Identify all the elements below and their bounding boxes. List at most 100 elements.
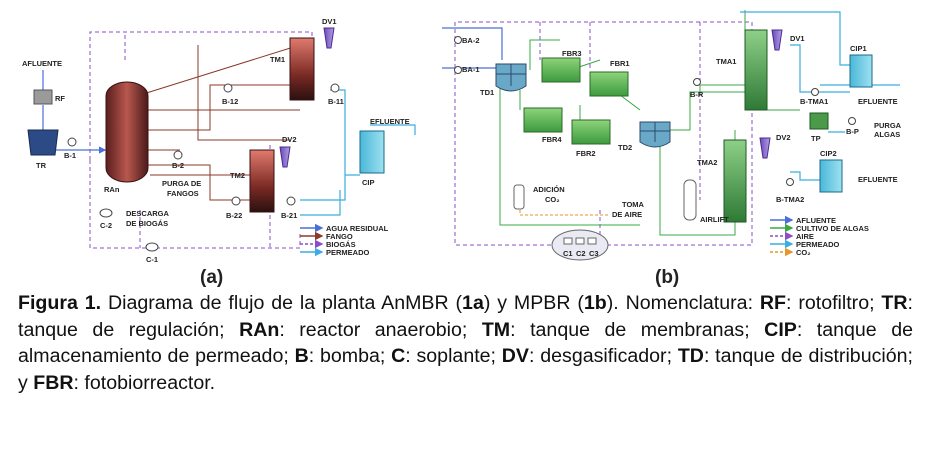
- label-ba1: BA-1: [462, 65, 480, 74]
- label-b21: B-21: [281, 211, 297, 220]
- label-tm2: TM2: [230, 171, 245, 180]
- figure-caption: Figura 1. Diagrama de flujo de la planta…: [18, 290, 913, 396]
- caption-figure: Figura 1.: [18, 292, 102, 314]
- label-c1: C-1: [146, 255, 158, 264]
- pump-b21: [286, 196, 296, 206]
- pump-b11: [330, 83, 340, 93]
- label-adicion: ADICIÓN: [533, 185, 565, 194]
- co2-line: [519, 200, 610, 216]
- caption-val-ran: : reactor anaerobio;: [279, 318, 482, 341]
- air-line: [454, 21, 753, 246]
- caption-key-b: B: [294, 345, 309, 367]
- legend-b: AFLUENTE CULTIVO DE ALGAS AIRE PERMEADO …: [770, 215, 869, 257]
- caption-val-b: : bomba;: [308, 345, 392, 367]
- caption-val-fbr: : fotobiorreactor.: [73, 371, 216, 394]
- label-airlift: AIRLIFT: [700, 215, 729, 224]
- caption-val-cip: : tanque de almacenamiento de permeado;: [18, 318, 913, 368]
- label-tm1: TM1: [270, 55, 285, 64]
- pump-bp: [848, 117, 856, 125]
- label-c3-b: C3: [589, 249, 599, 258]
- caption-val-dv: : desgasificador;: [529, 345, 678, 367]
- label-purga: PURGA DE: [162, 179, 201, 188]
- caption-key-c: C: [391, 345, 406, 367]
- label-b2: B-2: [172, 161, 184, 170]
- label-btma1: B-TMA1: [800, 97, 828, 106]
- photobioreactor-fbr1: [589, 71, 629, 97]
- label-co2: CO₂: [545, 195, 560, 204]
- membrane-tank-tma2: [723, 139, 747, 223]
- label-btma2: B-TMA2: [776, 195, 804, 204]
- caption-text-2: ) y MPBR (: [483, 292, 584, 314]
- legend-a: AGUA RESIDUAL FANGO BIOGÁS PERMEADO: [300, 223, 389, 257]
- pump-ba1: [454, 66, 462, 74]
- label-fbr1: FBR1: [610, 59, 630, 68]
- label-c2-b: C2: [576, 249, 586, 258]
- label-dv1-b: DV1: [790, 34, 805, 43]
- label-td1: TD1: [480, 88, 494, 97]
- legend-a-item-3: PERMEADO: [326, 248, 370, 257]
- caption-key-td: TD: [677, 345, 704, 367]
- label-efluente-b1: EFLUENTE: [858, 97, 898, 106]
- cip-tank: [359, 130, 385, 174]
- legend-b-item-3: PERMEADO: [796, 240, 840, 249]
- caption-key-cip: CIP: [764, 318, 797, 341]
- label-toma-2: DE AIRE: [612, 210, 642, 219]
- caption-key-dv: DV: [501, 345, 530, 367]
- label-dv2-b: DV2: [776, 133, 791, 142]
- label-cip2: CIP2: [820, 149, 837, 158]
- caption-ref-a: 1a: [462, 292, 484, 314]
- pump-btma2: [786, 178, 794, 186]
- label-purga-b: PURGA: [874, 121, 902, 130]
- label-b1: B-1: [64, 151, 76, 160]
- membrane-tank-tma1: [744, 29, 768, 111]
- legend-b-item-4: CO₂: [796, 248, 811, 257]
- pump-ba2: [454, 36, 462, 44]
- caption-key-tr: TR: [881, 292, 908, 314]
- label-purga-b-2: ALGAS: [874, 130, 900, 139]
- pump-btma1: [811, 88, 819, 96]
- panel-a: AFLUENTE RF TR B-1 RAn B-2 PURGA DE FANG…: [22, 17, 416, 288]
- legend-a-item-1: FANGO: [326, 232, 353, 241]
- label-purga-2: FANGOS: [167, 189, 199, 198]
- pump-b2: [173, 150, 183, 160]
- caption-key-rf: RF: [759, 292, 787, 314]
- label-c1-b: C1: [563, 249, 573, 258]
- pump-b22: [231, 196, 241, 206]
- sludge-line: [139, 44, 301, 201]
- caption-text-1: Diagrama de flujo de la planta AnMBR (: [101, 292, 463, 314]
- label-cip1: CIP1: [850, 44, 867, 53]
- biogas-line: [89, 31, 313, 249]
- panel-b: BA-2 BA-1 TD1 FBR3 FBR1 FBR4 FBR2 TD2 B-…: [442, 10, 902, 288]
- label-td2: TD2: [618, 143, 632, 152]
- panel-a-letter: (a): [200, 267, 223, 288]
- legend-a-item-2: BIOGÁS: [326, 240, 356, 249]
- cip1-tank: [849, 54, 873, 88]
- caption-val-td: : tanque de distribución; y: [18, 345, 913, 394]
- label-bp: B-P: [846, 127, 859, 136]
- legend-b-item-0: AFLUENTE: [796, 216, 836, 225]
- label-fbr3: FBR3: [562, 49, 582, 58]
- label-c2: C-2: [100, 221, 112, 230]
- label-ba2: BA-2: [462, 36, 480, 45]
- label-efluente-a: EFLUENTE: [370, 117, 410, 126]
- degasser-dv1-b: [771, 29, 783, 51]
- purge-tank-tp: [809, 112, 829, 130]
- label-rf: RF: [55, 94, 65, 103]
- influent-line: [442, 27, 502, 68]
- membrane-tank-tm2: [249, 149, 275, 213]
- caption-key-fbr: FBR: [33, 371, 74, 394]
- airlift: [683, 179, 697, 221]
- membrane-tank-tm1: [289, 37, 315, 101]
- label-descarga: DESCARGA: [126, 209, 170, 218]
- caption-key-ran: RAn: [239, 318, 280, 341]
- reactor-ran: [105, 81, 149, 183]
- tank-tr: [27, 129, 59, 156]
- label-b22: B-22: [226, 211, 242, 220]
- legend-b-item-2: AIRE: [796, 232, 814, 241]
- rotofiltro-rf: [33, 89, 53, 105]
- permeate-line: [300, 89, 416, 216]
- flow-diagram: AFLUENTE RF TR B-1 RAn B-2 PURGA DE FANG…: [22, 10, 902, 288]
- legend-a-item-0: AGUA RESIDUAL: [326, 224, 389, 233]
- permeate-line-b: [740, 11, 900, 181]
- algae-line: [499, 10, 800, 236]
